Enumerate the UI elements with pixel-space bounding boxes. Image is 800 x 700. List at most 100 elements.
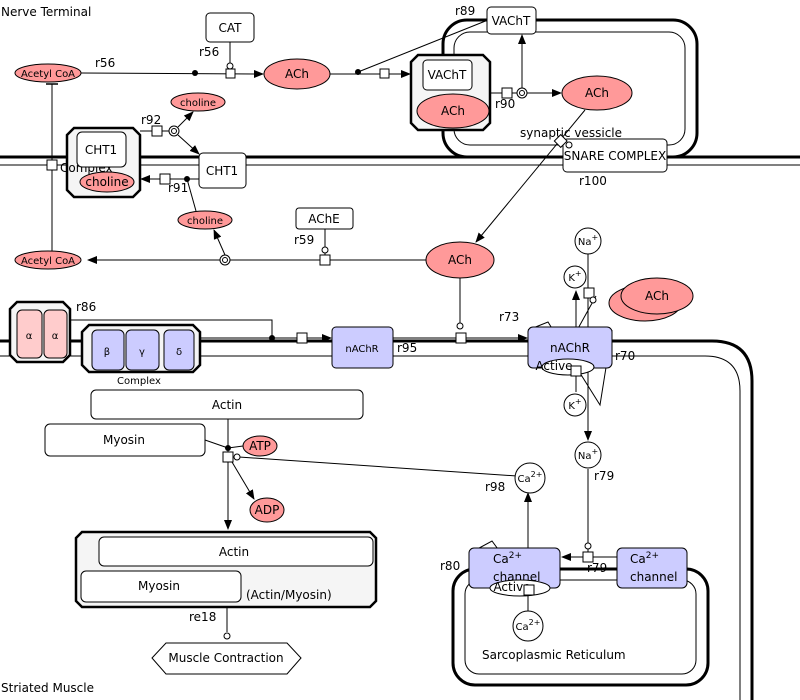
r70-node-bottom[interactable] [570, 365, 582, 377]
species-k-top[interactable]: K+ [563, 265, 587, 289]
species-na-bottom[interactable]: Na+ [574, 441, 602, 469]
edge-r59-choline[interactable] [213, 229, 226, 256]
na-top-base: Na [578, 237, 592, 248]
species-snare-complex[interactable]: SNARE COMPLEX [562, 138, 668, 173]
beta-label: β [104, 347, 110, 358]
actomyosin-node[interactable] [222, 451, 234, 463]
svg-text:Ca2+: Ca2+ [493, 551, 522, 566]
nachr-label: nAChR [345, 344, 378, 355]
species-na-top[interactable]: Na+ [574, 227, 602, 255]
species-k-bottom[interactable]: K+ [563, 393, 587, 417]
reaction-nodes [46, 62, 597, 640]
r56-association-dot [192, 70, 198, 76]
ca-cyto-base: Ca [518, 474, 531, 485]
species-ach-vesicle[interactable]: ACh [561, 75, 633, 111]
label-re18: re18 [189, 610, 216, 624]
edge-r98[interactable] [238, 456, 518, 477]
adp-label: ADP [255, 503, 280, 517]
r95-node[interactable] [296, 332, 308, 344]
r89-node[interactable] [379, 68, 390, 79]
species-ach-cleft[interactable]: ACh [425, 241, 495, 279]
r73-node[interactable] [455, 332, 467, 344]
label-r70: r70 [615, 349, 635, 363]
r92-node[interactable] [151, 125, 163, 137]
species-acetyl-coa-bottom[interactable]: Acetyl CoA [14, 250, 82, 270]
edge-r89-vacht[interactable] [357, 19, 489, 73]
edge-r56[interactable] [80, 69, 264, 78]
r59-node[interactable] [319, 254, 331, 266]
edge-r92-choline[interactable] [177, 111, 194, 128]
species-myosin[interactable]: Myosin [44, 423, 206, 457]
compartment-sarcoplasmic-reticulum[interactable]: Sarcoplasmic Reticulum [451, 567, 710, 687]
phenotype-muscle-contraction[interactable]: Muscle Contraction [151, 642, 302, 675]
species-ache[interactable]: AChE [295, 207, 354, 230]
r90-node[interactable] [501, 87, 513, 99]
svg-text:Na+: Na+ [578, 233, 598, 248]
svg-text:K+: K+ [568, 397, 581, 412]
species-choline-top[interactable]: choline [170, 92, 226, 112]
label-r73: r73 [499, 310, 519, 324]
snare-complex-label: SNARE COMPLEX [564, 149, 666, 163]
complex-alpha-subunits[interactable]: α α [8, 300, 72, 364]
species-ca-channel-right[interactable]: Ca2+ channel [616, 547, 688, 589]
complex-cht1-choline[interactable]: Complex CHT1 choline [60, 126, 142, 199]
ca-channel-left-state: Active [493, 580, 530, 594]
species-choline-bottom[interactable]: choline [177, 210, 233, 230]
label-r95: r95 [397, 341, 417, 355]
species-acetyl-coa-top[interactable]: Acetyl CoA [14, 63, 82, 83]
species-ca-sr[interactable]: Ca2+ [512, 610, 544, 642]
complex-beta-gamma-delta[interactable]: β γ δ Complex [80, 323, 202, 387]
species-ach-synth[interactable]: ACh [263, 58, 331, 90]
ca-sr-sup: 2+ [529, 618, 541, 627]
edge-r86[interactable] [70, 319, 273, 338]
svg-text:K+: K+ [568, 269, 581, 284]
complex-actomyosin[interactable]: Actin Myosin (Actin/Myosin) [74, 530, 378, 609]
species-vacht-top[interactable]: VAChT [486, 6, 537, 35]
r80-node[interactable] [523, 584, 535, 596]
r79-catalysis-circle [584, 542, 592, 550]
species-ca-cyto[interactable]: Ca2+ [514, 462, 546, 494]
r56-node[interactable] [225, 68, 236, 79]
species-actin[interactable]: Actin [90, 389, 364, 420]
edge-adp[interactable] [231, 461, 255, 500]
r79-node[interactable] [582, 551, 594, 563]
species-cat[interactable]: CAT [205, 12, 255, 43]
vacht-complex-ach-label: ACh [441, 104, 465, 118]
edge-r92-cht1[interactable] [177, 134, 200, 155]
r73-catalysis-circle [456, 322, 464, 330]
species-cht1[interactable]: CHT1 [198, 152, 247, 189]
species-adp[interactable]: ADP [249, 497, 285, 523]
r92-dissociation-inner [171, 128, 177, 134]
k-bottom-sup: + [575, 397, 582, 406]
label-r100: r100 [579, 174, 607, 188]
species-ach-receptor-bound[interactable]: ACh [608, 277, 694, 322]
nachr-active-state-label: Active [535, 359, 572, 373]
r70-node-top[interactable] [583, 287, 595, 299]
edge-r91-choline[interactable] [186, 178, 197, 212]
edge-myosin-binding[interactable] [204, 439, 229, 449]
ca-sr-base: Ca [516, 622, 529, 633]
re18-circle [223, 632, 231, 640]
species-atp[interactable]: ATP [242, 435, 278, 457]
synaptic-vesicle-label: synaptic vessicle [520, 126, 622, 140]
complex-vacht-ach[interactable]: VAChT ACh [409, 53, 492, 132]
acetyl-coa-top-label: Acetyl CoA [21, 69, 75, 80]
nachr-active-label: nAChR [550, 341, 590, 355]
ca-channel-left-sup: 2+ [509, 551, 522, 561]
species-ca-channel-left[interactable]: Ca2+ channel Active [468, 547, 561, 597]
actomyosin-myosin-label: Myosin [138, 579, 180, 593]
label-r92: r92 [141, 113, 161, 127]
label-r80: r80 [440, 559, 460, 573]
compartment-striated-muscle[interactable]: Striated Muscle [0, 339, 754, 700]
k-top-base: K [568, 273, 575, 284]
edge-r100[interactable] [475, 109, 586, 243]
r100-node[interactable] [553, 133, 568, 149]
species-nachr[interactable]: nAChR [331, 326, 394, 369]
r91-node[interactable] [159, 173, 171, 185]
cht1-complex-cht1-label: CHT1 [85, 143, 117, 157]
sarcoplasmic-reticulum-label: Sarcoplasmic Reticulum [482, 648, 626, 662]
complex-node[interactable] [46, 159, 58, 171]
svg-text:Ca2+: Ca2+ [518, 470, 543, 485]
r59-dissociation-inner [222, 257, 228, 263]
svg-text:Ca2+: Ca2+ [630, 551, 659, 566]
